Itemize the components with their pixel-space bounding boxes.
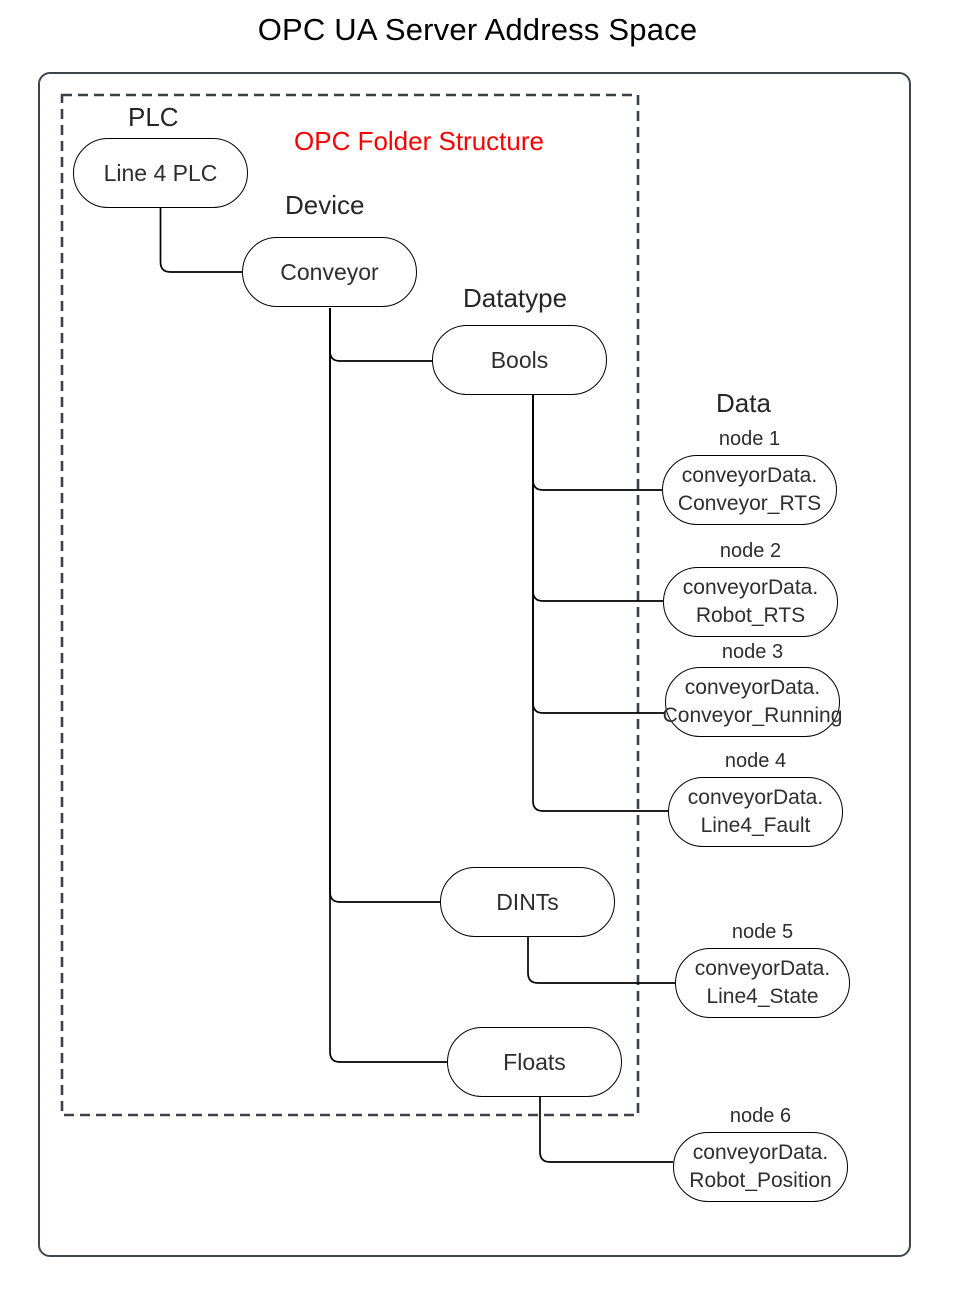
caption-node-6: node 6 (729, 1105, 792, 1127)
edge-bools-to-node4 (532, 395, 668, 812)
node-robot-rts: conveyorData. Robot_RTS (663, 567, 838, 637)
node-bools: Bools (432, 325, 607, 395)
node-line4-state-line2: Line4_State (706, 985, 819, 1008)
node-line4-fault: conveyorData. Line4_Fault (668, 777, 843, 847)
edge-bools-to-node2 (532, 395, 663, 602)
node-conveyor-rts: conveyorData. Conveyor_RTS (662, 455, 837, 525)
edge-conveyor-to-bools (329, 308, 432, 362)
edge-bools-to-node1 (532, 395, 662, 491)
edge-conveyor-to-dints (329, 308, 440, 903)
node-floats-label: Floats (503, 1048, 566, 1075)
caption-node-1: node 1 (718, 428, 781, 450)
node-conveyor-running-line1: conveyorData. (684, 676, 821, 699)
edge-plc-to-conveyor (159, 208, 242, 273)
node-bools-label: Bools (490, 346, 549, 373)
column-label-datatype: Datatype (463, 283, 568, 313)
node-line4-plc: Line 4 PLC (73, 138, 248, 208)
caption-node-3: node 3 (721, 641, 784, 663)
column-label-device: Device (285, 190, 365, 220)
column-label-plc: PLC (128, 102, 179, 132)
caption-node-4: node 4 (724, 750, 787, 772)
node-line4-state-line1: conveyorData. (694, 957, 831, 980)
node-line4-state: conveyorData. Line4_State (675, 948, 850, 1018)
node-dints: DINTs (440, 867, 615, 937)
opc-folder-structure-boundary (60, 93, 640, 1117)
edge-floats-to-node6 (539, 1097, 673, 1163)
column-label-data: Data (716, 388, 771, 418)
node-conveyor-running: conveyorData. Conveyor_Running (662, 667, 843, 737)
caption-node-2: node 2 (719, 540, 782, 562)
node-conveyor-rts-line2: Conveyor_RTS (677, 492, 822, 515)
node-robot-position-line1: conveyorData. (692, 1141, 829, 1164)
opc-folder-structure-annotation: OPC Folder Structure (294, 126, 544, 156)
node-dints-label: DINTs (496, 888, 559, 915)
caption-node-5: node 5 (731, 921, 794, 943)
node-conveyor-rts-line1: conveyorData. (681, 464, 818, 487)
node-line4-fault-line1: conveyorData. (687, 786, 824, 809)
address-space-boundary (38, 72, 911, 1257)
node-line4-plc-label: Line 4 PLC (103, 159, 218, 186)
node-conveyor-running-line2: Conveyor_Running (662, 704, 843, 727)
page-title: OPC UA Server Address Space (257, 12, 698, 47)
edge-bools-to-node3 (532, 395, 665, 714)
node-robot-position-line2: Robot_Position (689, 1169, 832, 1192)
node-line4-fault-line2: Line4_Fault (700, 814, 811, 837)
edge-conveyor-to-floats (329, 308, 447, 1063)
node-robot-rts-line1: conveyorData. (682, 576, 819, 599)
edge-dints-to-node5 (527, 937, 675, 984)
node-robot-position: conveyorData. Robot_Position (673, 1132, 848, 1202)
node-conveyor-label: Conveyor (280, 258, 379, 285)
node-robot-rts-line2: Robot_RTS (695, 604, 806, 627)
node-conveyor: Conveyor (242, 237, 417, 307)
node-floats: Floats (447, 1027, 622, 1097)
